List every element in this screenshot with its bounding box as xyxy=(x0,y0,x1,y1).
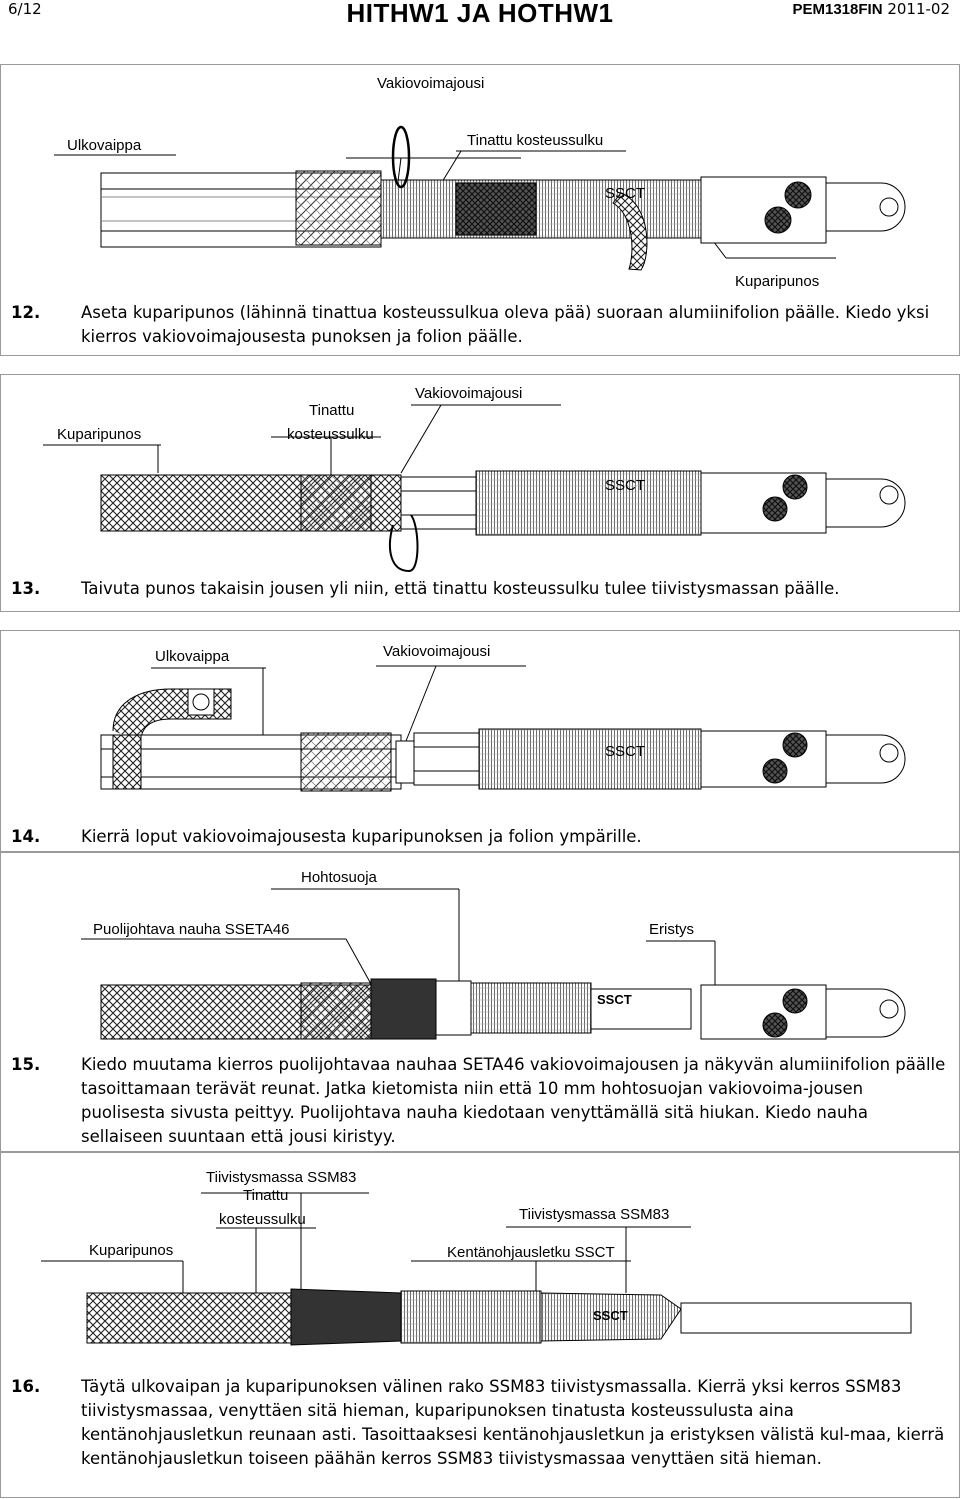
label-copper-braid: Kuparipunos xyxy=(735,273,820,290)
figure-12-panel: Vakiovoimajousi Ulkovaippa Tinattu koste… xyxy=(0,64,960,356)
step-text: Kiedo muutama kierros puolijohtavaa nauh… xyxy=(81,1055,946,1146)
step-text: Aseta kuparipunos (lähinnä tinattua kost… xyxy=(81,303,930,346)
label-ssct: SSCT xyxy=(605,743,646,760)
figure-14-illustration xyxy=(100,665,906,792)
label-ssct: SSCT xyxy=(593,1308,628,1323)
label-ssct: SSCT xyxy=(597,992,632,1007)
label-mastic-1: Tiivistysmassa SSM83 xyxy=(206,1169,357,1186)
label-mastic-2: Tiivistysmassa SSM83 xyxy=(519,1206,670,1223)
label-stress-tube: Kentänohjausletku SSCT xyxy=(447,1244,615,1261)
step-number: 15. xyxy=(11,1055,41,1074)
step-number: 14. xyxy=(11,827,41,846)
step-number: 13. xyxy=(11,579,41,598)
label-outer-jacket: Ulkovaippa xyxy=(67,137,142,154)
figure-15-panel: Hohtosuoja Puolijohtava nauha SSETA46 Er… xyxy=(0,852,960,1152)
step-number: 16. xyxy=(11,1377,41,1396)
label-copper-braid: Kuparipunos xyxy=(57,426,142,443)
label-outer-jacket: Ulkovaippa xyxy=(155,648,230,665)
document-code: PEM1318FIN 2011-02 xyxy=(792,0,950,18)
figure-13-panel: Vakiovoimajousi Tinattu kosteussulku Kup… xyxy=(0,374,960,612)
label-semicon-tape: Puolijohtava nauha SSETA46 xyxy=(93,921,290,938)
label-tinned-line1: Tinattu xyxy=(243,1187,289,1204)
label-spring: Vakiovoimajousi xyxy=(383,643,491,660)
label-copper-braid: Kuparipunos xyxy=(89,1242,174,1259)
label-ssct: SSCT xyxy=(605,477,646,494)
doc-code-bold: PEM1318FIN xyxy=(792,1,883,18)
figure-15-illustration xyxy=(81,888,906,1040)
step-text: Kierrä loput vakiovoimajousesta kuparipu… xyxy=(81,827,642,846)
label-tinned-line1: Tinattu xyxy=(309,402,355,419)
step-text: Täytä ulkovaipan ja kuparipunoksen välin… xyxy=(81,1377,945,1468)
step-number: 12. xyxy=(11,303,41,322)
doc-date: 2011-02 xyxy=(887,0,950,18)
label-spring: Vakiovoimajousi xyxy=(377,75,485,92)
figure-16-illustration xyxy=(41,1192,912,1346)
label-ssct: SSCT xyxy=(605,185,646,202)
label-spring: Vakiovoimajousi xyxy=(415,385,523,402)
figure-13-illustration xyxy=(43,404,906,573)
label-tinned-seal: Tinattu kosteussulku xyxy=(467,132,604,149)
step-text: Taivuta punos takaisin jousen yli niin, … xyxy=(81,579,840,598)
label-insulation: Eristys xyxy=(649,921,694,938)
page-title: HITHW1 JA HOTHW1 xyxy=(346,0,614,28)
figure-16-panel: Tiivistysmassa SSM83 Tinattu kosteussulk… xyxy=(0,1152,960,1498)
label-stress-cone: Hohtosuoja xyxy=(301,869,377,886)
label-tinned-line2: kosteussulku xyxy=(287,426,374,443)
label-tinned-line2: kosteussulku xyxy=(219,1211,306,1228)
figure-12-illustration xyxy=(54,125,906,271)
figure-14-panel: Ulkovaippa Vakiovoimajousi SSCT 14. Kier… xyxy=(0,630,960,852)
page-number: 6/12 xyxy=(8,0,42,18)
